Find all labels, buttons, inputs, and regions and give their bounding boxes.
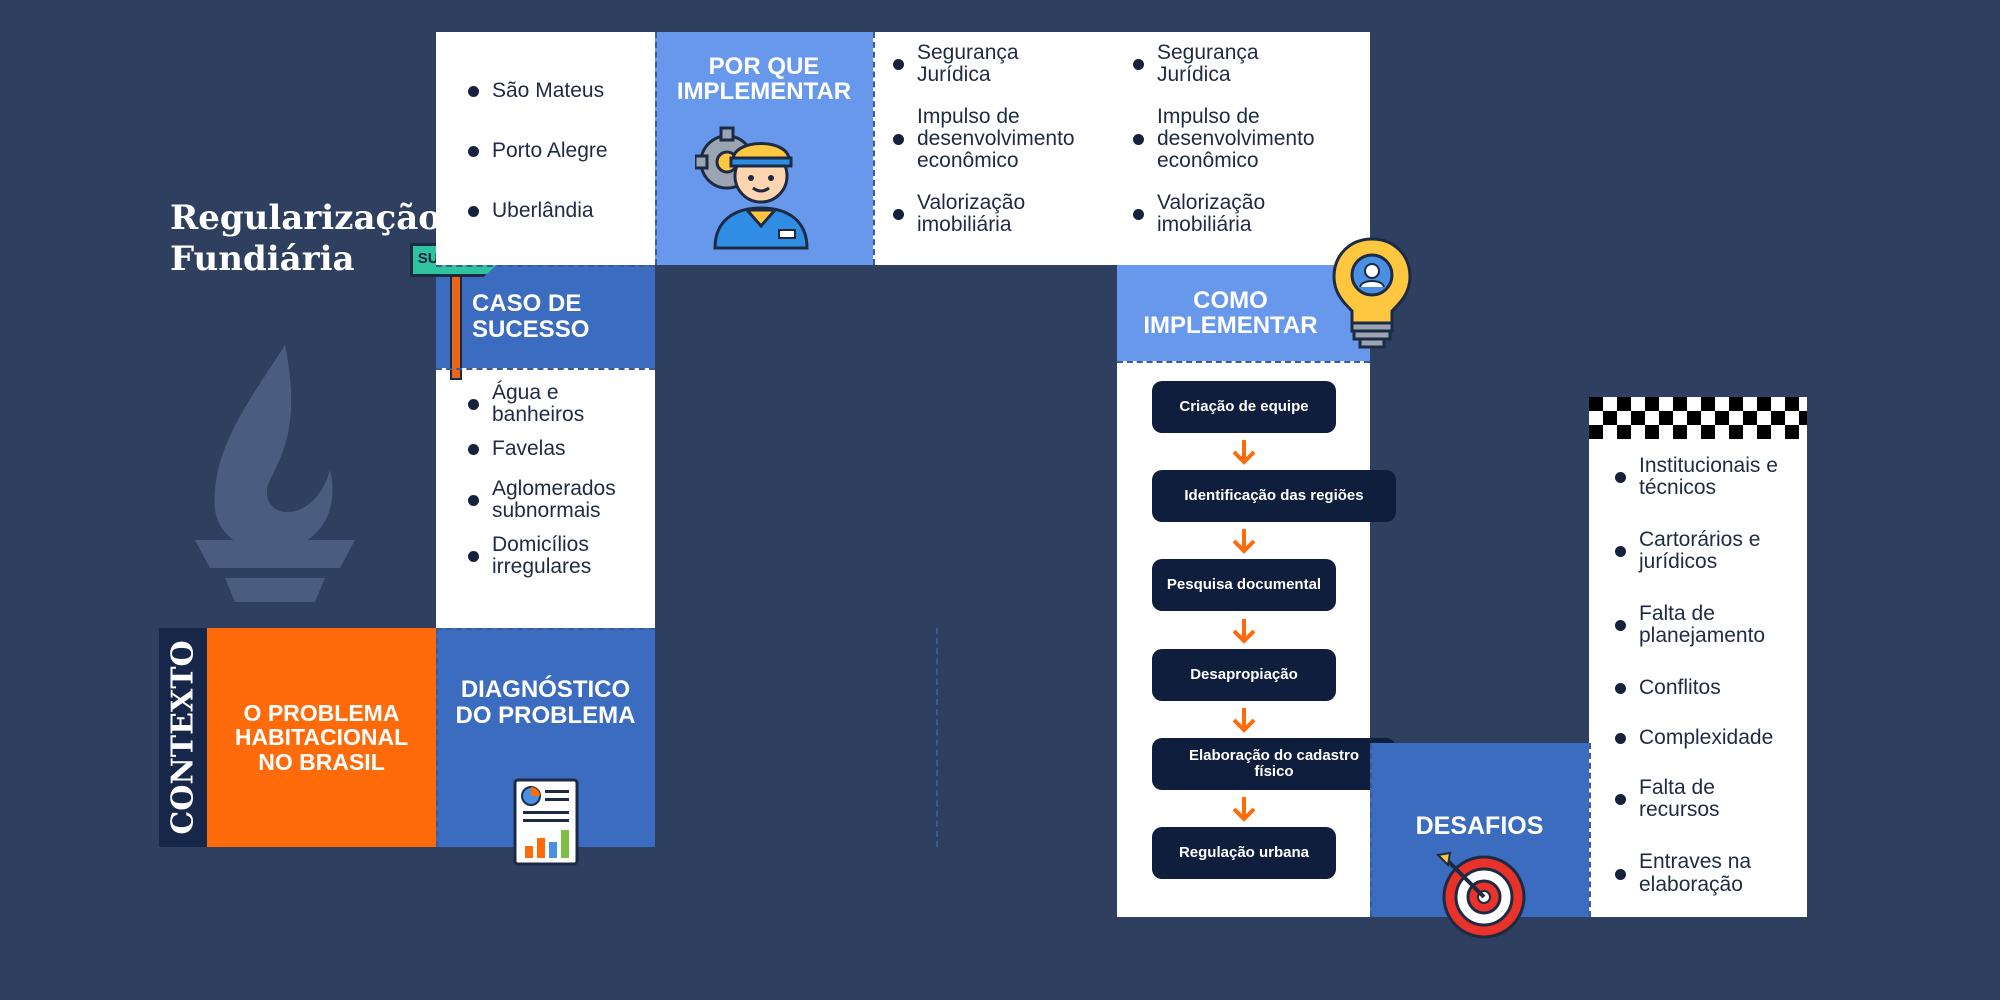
target-arrow-icon (1435, 851, 1526, 939)
divider (436, 368, 655, 370)
step-item: Pesquisa documental (1152, 559, 1336, 611)
list-item: Domicílios irregulares (468, 534, 648, 578)
torch-icon (195, 345, 355, 602)
list-item: Institucionais e técnicos (1615, 454, 1789, 499)
diagnostico-list: Água e banheiros Favelas Aglomerados sub… (468, 381, 648, 578)
contexto-label: CONTEXTO (165, 640, 201, 835)
list-item: Porto Alegre (468, 139, 648, 162)
down-arrow-icon (1232, 797, 1256, 822)
list-item: Conflitos (1615, 677, 1805, 699)
desafios-items-box: Institucionais e técnicos Cartorários e … (1589, 439, 1807, 917)
step-item: Regulação urbana (1152, 827, 1336, 879)
list-item: Falta de planejamento (1615, 603, 1805, 647)
divider (936, 628, 938, 847)
list-item: Cartorários e jurídicos (1615, 529, 1789, 573)
por-que-items-box: Segurança Jurídica Impulso de desenvolvi… (873, 32, 1370, 265)
list-item: São Mateus (468, 79, 648, 102)
divider (873, 32, 875, 265)
list-item: Falta de recursos (1615, 777, 1789, 821)
caso-sucesso-box: CASO DE SUCESSO (436, 265, 655, 368)
divider (436, 265, 655, 267)
report-chart-icon (513, 778, 579, 866)
list-item: Favelas (468, 438, 648, 460)
step-item: Criação de equipe (1152, 381, 1336, 433)
list-item: Valorização imobiliária (893, 192, 1067, 236)
list-item: Segurança Jurídica (1133, 41, 1287, 86)
list-item: Complexidade (1615, 727, 1805, 749)
como-implementar-box: COMO IMPLEMENTAR (1117, 265, 1370, 361)
divider (1117, 361, 1370, 363)
list-item: Impulso de desenvolvimento econômico (893, 106, 1113, 172)
caso-list: São Mateus Porto Alegre Uberlândia (468, 79, 648, 222)
down-arrow-icon (1232, 440, 1256, 465)
por-que-list-2: Segurança Jurídica Impulso de desenvolvi… (1133, 41, 1353, 236)
list-item: Água e banheiros (468, 381, 648, 426)
list-item: Valorização imobiliária (1133, 192, 1307, 236)
divider (436, 628, 438, 847)
list-item: Entraves na elaboração (1615, 851, 1789, 895)
down-arrow-icon (1232, 529, 1256, 554)
engineer-gear-icon (695, 126, 809, 250)
divider (1589, 743, 1591, 917)
step-item: Elaboração do cadastro físico (1152, 738, 1396, 790)
problem-box: O PROBLEMA HABITACIONAL NO BRASIL (207, 628, 436, 847)
step-item: Desapropiação (1152, 649, 1336, 701)
checkered-flag-icon (1589, 397, 1807, 439)
down-arrow-icon (1232, 708, 1256, 733)
list-item: Aglomerados subnormais (468, 478, 648, 522)
list-item: Uberlândia (468, 200, 648, 222)
desafios-list: Institucionais e técnicos Cartorários e … (1615, 454, 1805, 896)
list-item: Impulso de desenvolvimento econômico (1133, 106, 1353, 172)
contexto-sidebar: CONTEXTO (159, 628, 207, 847)
down-arrow-icon (1232, 619, 1256, 644)
por-que-box: POR QUE IMPLEMENTAR (655, 32, 873, 265)
lightbulb-gear-icon (1332, 237, 1412, 349)
divider (436, 628, 655, 630)
page-title: Regularização Fundiária (170, 198, 441, 279)
diagnostico-items-box: Água e banheiros Favelas Aglomerados sub… (436, 368, 655, 628)
divider (1370, 743, 1372, 917)
step-item: Identificação das regiões (1152, 470, 1396, 522)
list-item: Segurança Jurídica (893, 41, 1047, 86)
caso-items-box: São Mateus Porto Alegre Uberlândia (436, 32, 655, 265)
por-que-list-1: Segurança Jurídica Impulso de desenvolvi… (893, 41, 1113, 236)
divider (655, 32, 657, 265)
